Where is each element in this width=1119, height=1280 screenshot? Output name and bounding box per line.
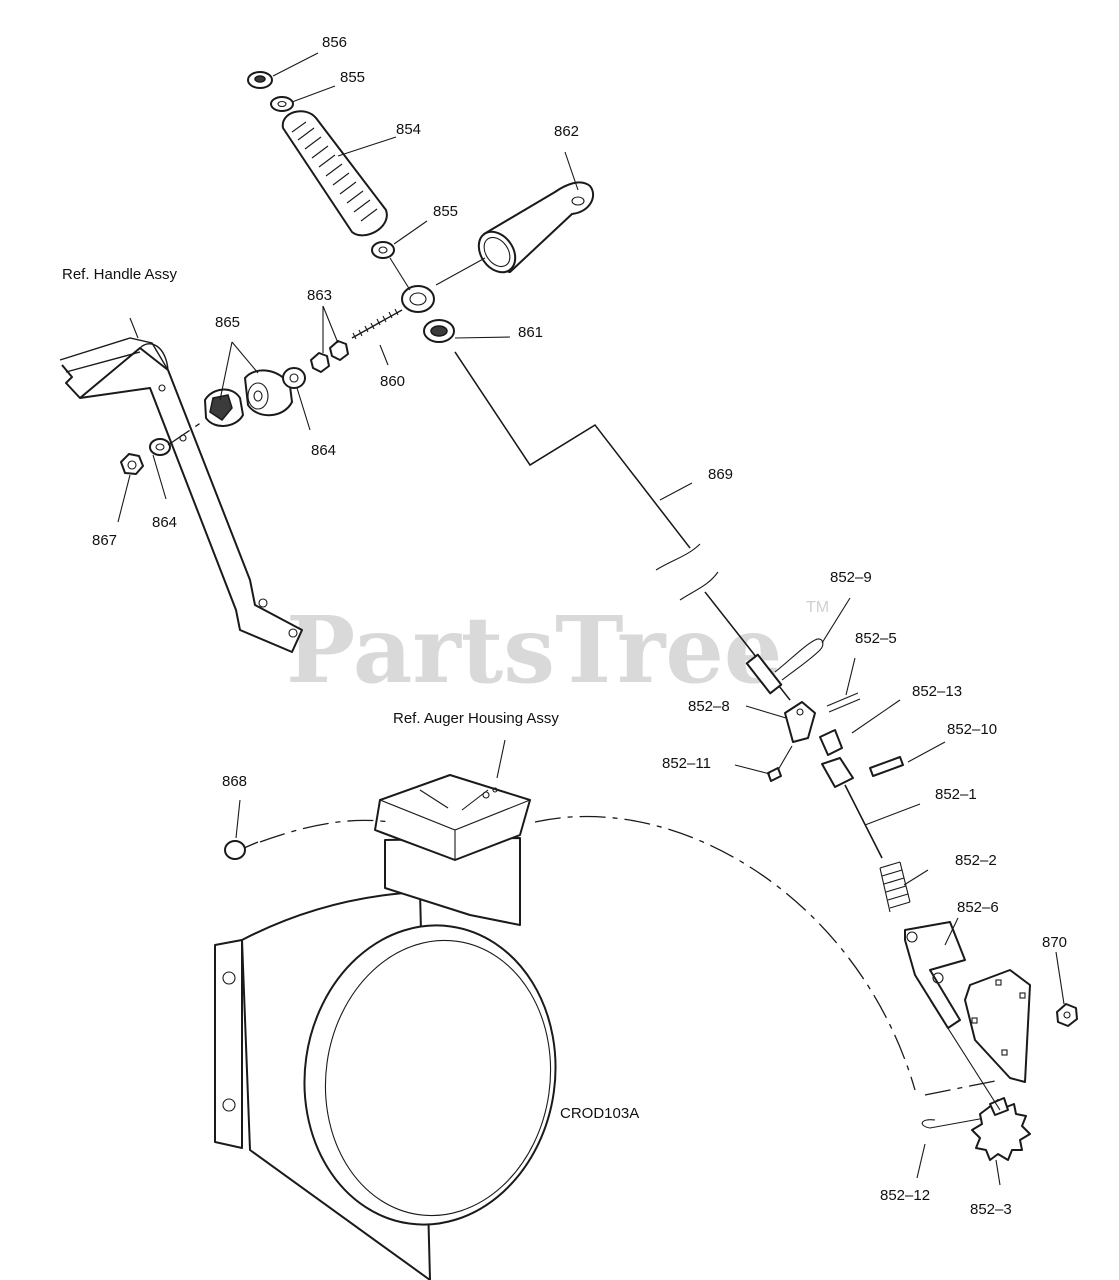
callout-864-left: 864 <box>152 514 177 531</box>
callout-854: 854 <box>396 121 421 138</box>
callout-868: 868 <box>222 773 247 790</box>
callout-855-top: 855 <box>340 69 365 86</box>
callout-852-5: 852–5 <box>855 630 897 647</box>
auger-housing <box>214 774 557 1280</box>
part-852-11-screw <box>767 745 793 782</box>
axis-line-handle <box>167 419 206 446</box>
part-852-5-pin <box>826 692 861 713</box>
part-870-nut <box>1056 1003 1078 1027</box>
callout-870: 870 <box>1042 934 1067 951</box>
callout-861: 861 <box>518 324 543 341</box>
handle-bracket <box>59 337 303 653</box>
part-852-8-clevis <box>784 701 816 743</box>
axis-line-grip <box>389 257 411 291</box>
callout-856: 856 <box>322 34 347 51</box>
axis-line-gear <box>929 999 1001 1111</box>
callout-852-6: 852–6 <box>957 899 999 916</box>
part-865-pivot <box>204 369 293 427</box>
part-862-connector <box>477 181 595 274</box>
callout-863: 863 <box>307 287 332 304</box>
mount-bracket <box>964 969 1031 1083</box>
leader-lines <box>117 52 1065 1186</box>
part-852-3-gear <box>971 1097 1031 1161</box>
part-852-10-pin <box>869 756 904 777</box>
part-852-1-rod <box>821 757 883 859</box>
callout-852-13: 852–13 <box>912 683 962 700</box>
watermark-text: PartsTree <box>286 596 782 704</box>
axis-line-connector <box>435 257 486 286</box>
ref-auger-housing-label: Ref. Auger Housing Assy <box>393 710 559 727</box>
axis-line-bracket <box>924 1079 1001 1096</box>
part-855-washer-lower <box>371 241 395 259</box>
part-860-eye-bolt <box>351 285 435 340</box>
axis-arc-housing <box>534 815 916 1091</box>
callout-867: 867 <box>92 532 117 549</box>
part-852-6-bracket <box>904 921 966 1029</box>
ref-handle-label: Ref. Handle Assy <box>62 266 178 283</box>
callout-855-lower: 855 <box>433 203 458 220</box>
callout-852-9: 852–9 <box>830 569 872 586</box>
part-854-grip <box>281 110 388 237</box>
part-852-2-spring <box>879 861 911 913</box>
watermark-trademark: TM <box>806 599 829 616</box>
part-855-washer-top <box>270 96 294 112</box>
drawing-code: CROD103A <box>560 1105 639 1122</box>
part-868-bolt <box>224 840 259 860</box>
callout-852-2: 852–2 <box>955 852 997 869</box>
part-856-cap <box>247 71 273 89</box>
callout-852-12: 852–12 <box>880 1187 930 1204</box>
part-852-9-clip <box>774 638 824 681</box>
callout-865: 865 <box>215 314 240 331</box>
axis-line-bolt <box>259 819 391 843</box>
part-867-nut <box>120 453 144 475</box>
callout-864-right: 864 <box>311 442 336 459</box>
callout-852-8: 852–8 <box>688 698 730 715</box>
part-864-washer-right <box>282 367 306 389</box>
callout-860: 860 <box>380 373 405 390</box>
callout-869: 869 <box>708 466 733 483</box>
callout-862: 862 <box>554 123 579 140</box>
callout-852-3: 852–3 <box>970 1201 1012 1218</box>
part-852-13-block <box>819 729 843 756</box>
callout-852-1: 852–1 <box>935 786 977 803</box>
callout-852-10: 852–10 <box>947 721 997 738</box>
part-861-grommet <box>423 319 455 343</box>
part-864-washer-left <box>149 438 171 456</box>
callout-852-11: 852–11 <box>662 755 711 772</box>
part-852-12-clip <box>921 1117 986 1129</box>
part-863-nuts <box>310 340 349 373</box>
part-869-rod <box>454 351 791 701</box>
